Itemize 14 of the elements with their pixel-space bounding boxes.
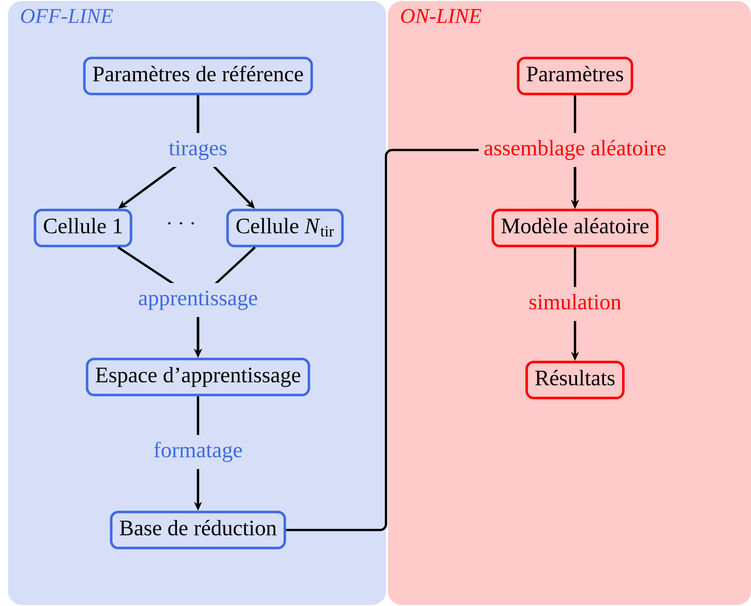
process-box: Espace d’apprentissage: [86, 358, 310, 396]
process-box: Base de réduction: [110, 510, 286, 550]
edge-label: formatage: [148, 435, 248, 469]
process-box: Résultats: [525, 360, 625, 400]
process-box: Cellule 1: [34, 208, 132, 248]
edge-label: tirages: [164, 133, 232, 167]
edge-label: assemblage aléatoire: [478, 133, 672, 167]
ellipsis: · · ·: [168, 222, 194, 224]
process-box: Modèle aléatoire: [492, 208, 658, 248]
edge-label: simulation: [524, 287, 626, 321]
process-box: Paramètres: [516, 56, 634, 96]
process-box: Paramètres de référence: [83, 56, 313, 96]
edge-label: apprentissage: [133, 283, 263, 317]
process-box: Cellule N$_{tir}$: [226, 208, 344, 248]
